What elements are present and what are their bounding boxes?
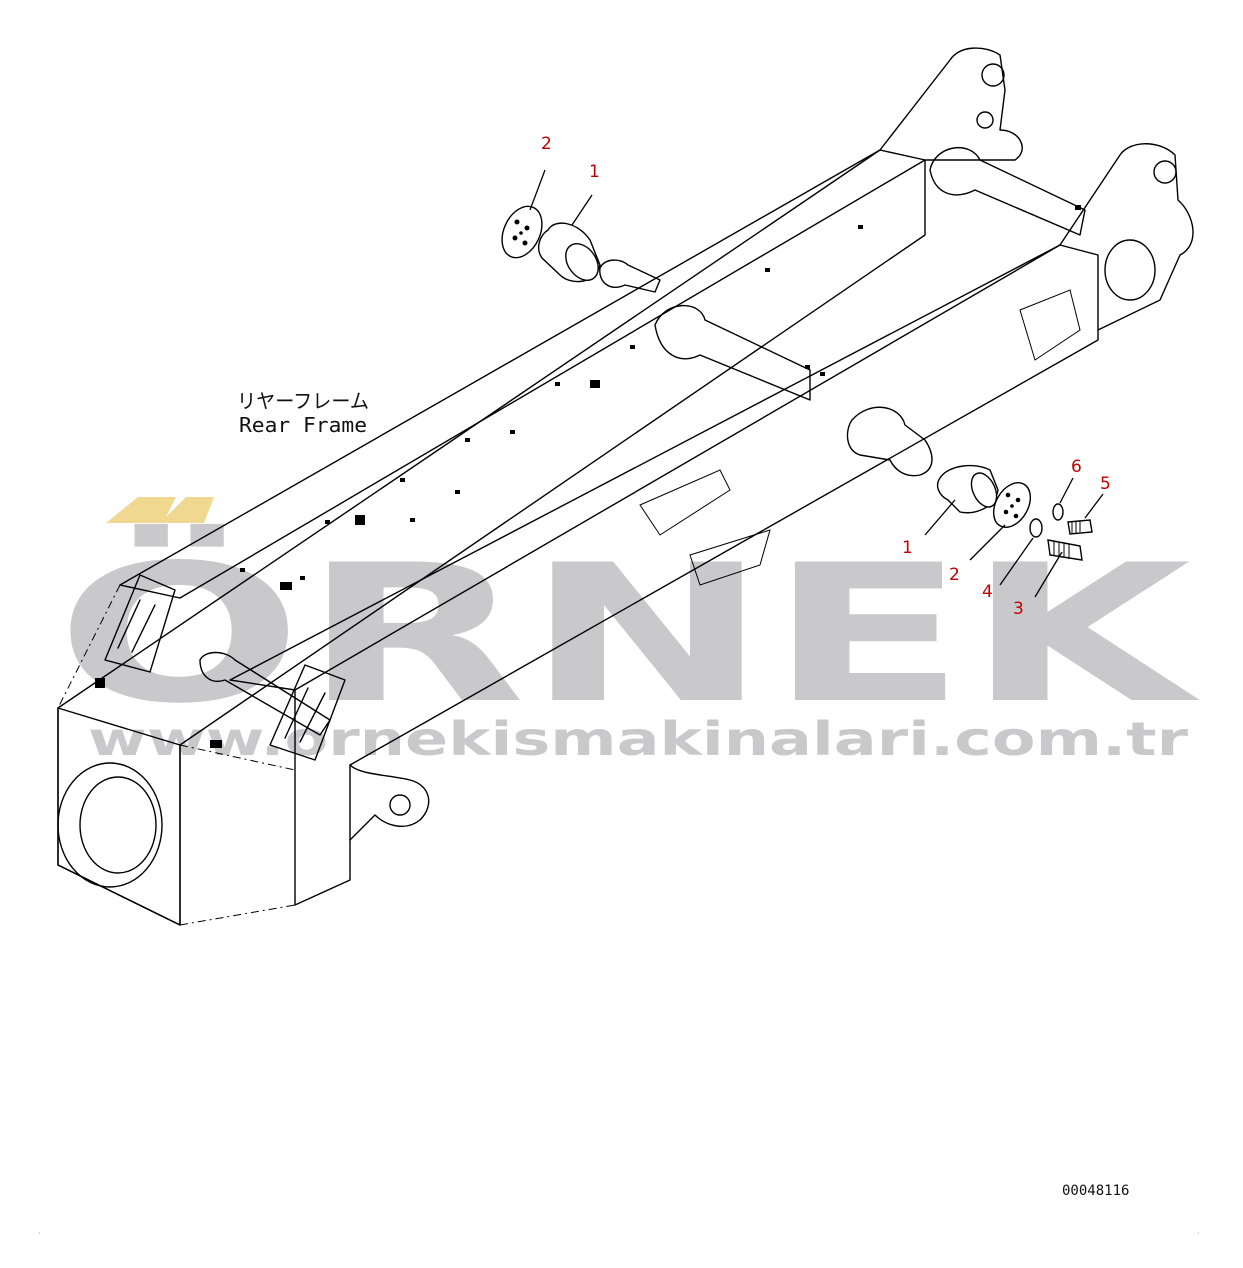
corner-mark-left: ·: [38, 1229, 41, 1238]
front-housing-bore-inner: [79, 776, 157, 874]
right-tower-pin-hole: [1153, 160, 1177, 184]
watermark: ÖRNEK www.ornekismakinalari.com.tr: [56, 497, 1200, 766]
top-bushing-1-face: [565, 243, 599, 281]
right-washer-6: [1052, 503, 1064, 521]
right-washer-4: [1029, 518, 1043, 538]
right-bushing-1-face: [970, 472, 998, 508]
drawing-number: 00048116: [1062, 1183, 1129, 1199]
front-right-mount-plate: [269, 664, 346, 761]
watermark-url: www.ornekismakinalari.com.tr: [88, 712, 1188, 766]
callout-right-2: 2: [949, 565, 960, 585]
right-leader-2: [969, 524, 1006, 561]
right-rail-rib-3: [689, 529, 771, 586]
watermark-dot-right: [160, 497, 214, 523]
right-tower-bore: [1104, 239, 1156, 301]
callout-right-3: 3: [1013, 599, 1024, 619]
callout-right-5: 5: [1100, 474, 1111, 494]
front-housing: [57, 707, 181, 926]
mid-crossmember: [199, 651, 331, 736]
rear-crossmember: [929, 146, 1086, 236]
right-leader-1: [924, 499, 956, 536]
frame-label-japanese: リヤーフレーム: [237, 389, 369, 413]
rear-frame-drawing: [57, 47, 1194, 926]
top-leader-2: [529, 169, 546, 211]
front-left-mount-plate: [104, 574, 176, 673]
left-tower-pin-hole: [981, 63, 1005, 87]
corner-mark-right: ·: [1197, 1229, 1200, 1238]
front-lower-bracket: [349, 764, 430, 841]
callout-right-1: 1: [902, 538, 913, 558]
callout-right-6: 6: [1071, 457, 1082, 477]
right-leader-5: [1084, 493, 1104, 519]
front-housing-bore-outer: [57, 762, 163, 888]
right-leader-4: [999, 537, 1034, 586]
right-rail-rib-1: [639, 469, 731, 536]
left-rail-top-edge: [119, 149, 926, 599]
top-pivot-stub: [599, 259, 661, 293]
pivot-boss: [846, 406, 933, 477]
right-rail-hidden-lines: [179, 745, 296, 926]
left-tower-lower-hole: [976, 111, 994, 129]
left-rear-tower: [879, 47, 1023, 161]
right-leader-3: [1034, 551, 1063, 598]
callout-top-1: 1: [589, 162, 600, 182]
right-rail-top-edge: [229, 244, 1061, 691]
front-lower-bracket-hole: [389, 794, 411, 816]
watermark-dot-left: [106, 497, 176, 523]
front-crossmember: [654, 304, 811, 401]
right-rail-outline: [294, 244, 1099, 906]
callout-top-2: 2: [541, 134, 552, 154]
right-parts-group: 1 2 4 3 6 5: [902, 457, 1111, 619]
right-rear-tower: [1059, 143, 1194, 331]
right-leader-6: [1059, 477, 1074, 504]
frame-label-english: Rear Frame: [239, 413, 367, 437]
top-parts-group: 2 1: [501, 134, 601, 283]
top-leader-1: [571, 194, 593, 226]
watermark-brand: ÖRNEK: [56, 523, 1200, 745]
callout-right-4: 4: [982, 582, 993, 602]
rail-bolt-heads: [95, 205, 1081, 748]
right-rail-rib-2: [1019, 289, 1081, 361]
